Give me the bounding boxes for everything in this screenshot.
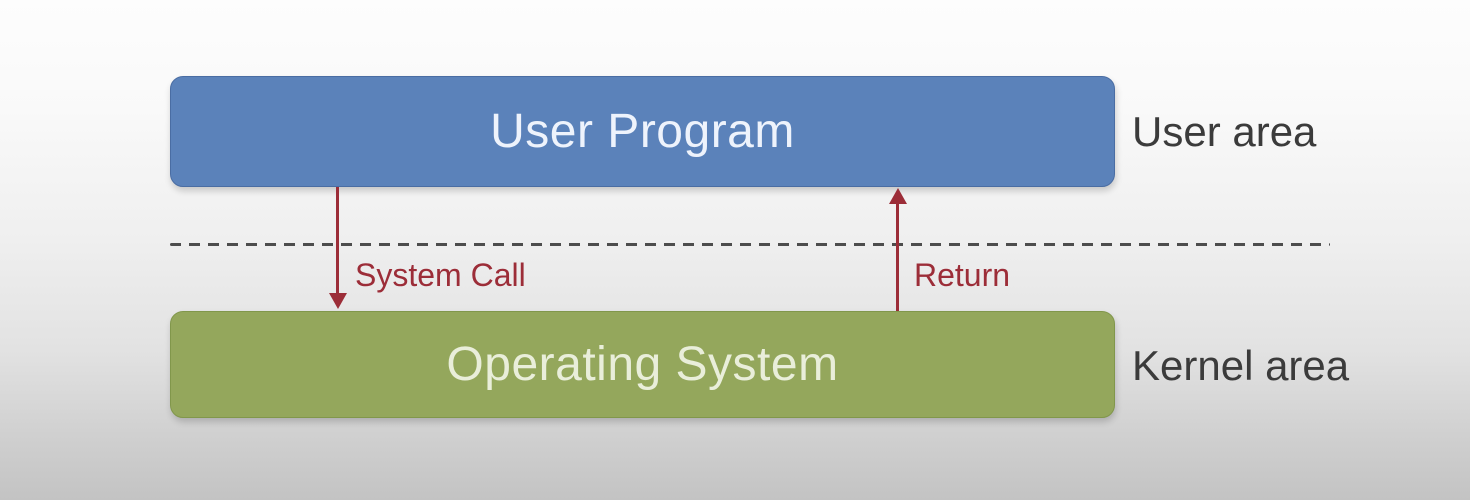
return-arrow-shaft (896, 204, 899, 311)
system-call-arrow-shaft (336, 187, 339, 295)
user-program-label: User Program (490, 105, 795, 158)
arrowhead-up-icon (889, 188, 907, 204)
return-label: Return (914, 257, 1011, 293)
system-call-label: System Call (355, 257, 526, 293)
user-area-label: User area (1132, 108, 1317, 155)
kernel-area-label: Kernel area (1132, 342, 1350, 389)
arrowhead-down-icon (329, 293, 347, 309)
operating-system-label: Operating System (446, 338, 839, 391)
operating-system-box: Operating System (170, 311, 1115, 418)
user-program-box: User Program (170, 76, 1115, 187)
user-kernel-boundary-dashed-line (170, 243, 1330, 246)
